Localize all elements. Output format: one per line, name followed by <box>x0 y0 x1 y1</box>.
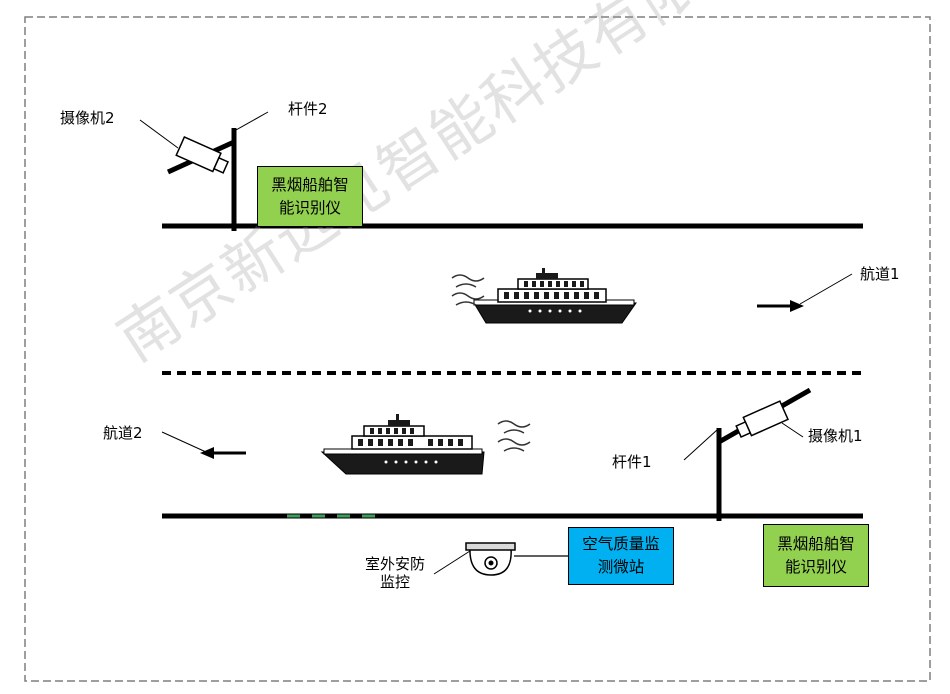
ship-icon <box>320 414 485 475</box>
smoke-icon <box>497 420 531 452</box>
pole1-label: 杆件1 <box>612 453 652 471</box>
direction-arrow-icon <box>200 447 246 459</box>
ship-icon <box>473 268 637 324</box>
camera-icon <box>175 136 230 174</box>
channel1-leader <box>799 273 853 305</box>
channel2-label: 航道2 <box>103 424 143 442</box>
smoke-recognizer-top: 黑烟船舶智 能识别仪 <box>257 166 363 227</box>
pole2-leader <box>235 111 269 131</box>
camera2-leader <box>139 119 179 149</box>
camera-icon <box>735 400 789 438</box>
pole2-label: 杆件2 <box>288 100 328 118</box>
pole1-leader <box>683 429 718 461</box>
air-quality-station: 空气质量监 测微站 <box>568 527 674 585</box>
dome-camera-icon <box>465 542 516 576</box>
outdoor-monitor-leader <box>433 550 471 575</box>
channel1-label: 航道1 <box>860 265 900 283</box>
direction-arrow-icon <box>757 300 804 312</box>
channel2-leader <box>161 431 207 453</box>
camera2-label: 摄像机2 <box>60 109 115 127</box>
smoke-icon <box>451 274 485 306</box>
camera1-label: 摄像机1 <box>808 427 863 445</box>
outdoor-monitor-label: 室外安防 监控 <box>365 555 426 591</box>
camera1-leader <box>781 422 804 438</box>
pole-icon <box>166 128 237 231</box>
outer-border <box>24 16 931 682</box>
smoke-recognizer-bottom: 黑烟船舶智 能识别仪 <box>763 524 869 587</box>
